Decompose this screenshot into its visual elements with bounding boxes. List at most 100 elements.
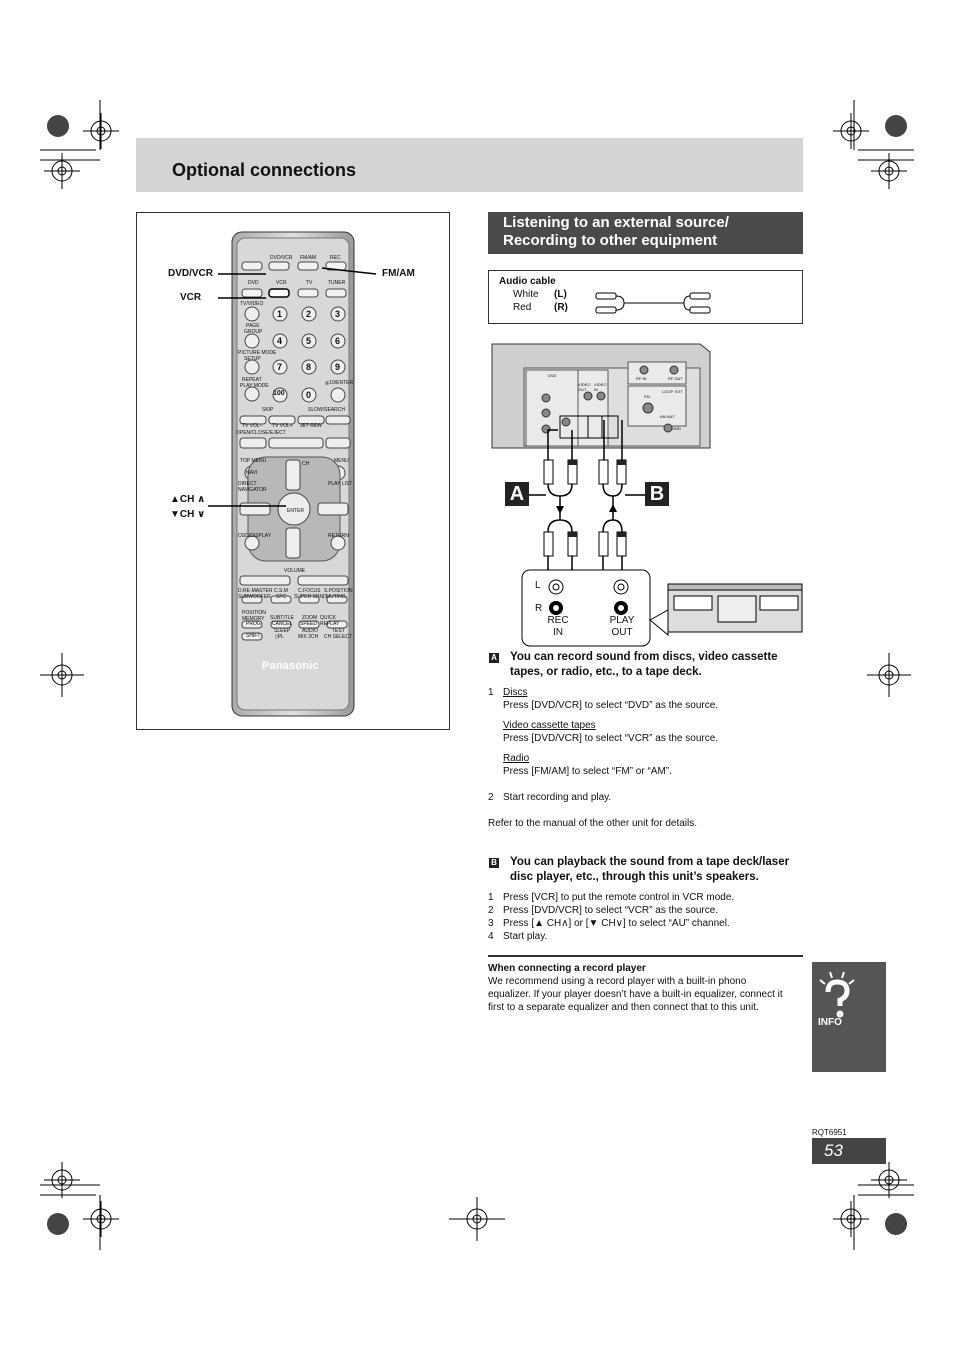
key-group-label: GROUP <box>244 329 263 335</box>
key-4: 4 <box>277 336 283 346</box>
refer-text: Refer to the manual of the other unit fo… <box>488 818 698 829</box>
key-1: 1 <box>277 309 283 319</box>
key-sfc-label: SFC <box>276 594 286 600</box>
a-heading: You can record sound from discs, video c… <box>510 650 778 680</box>
record-player-line2: equalizer. If your player doesn’t have a… <box>488 989 783 1000</box>
b-step3-number: 3 <box>488 918 494 929</box>
cable-red-label: Red <box>513 302 532 313</box>
key-fm-am-label: FM/AM <box>300 255 317 261</box>
key-speed-label: SPEED <box>300 621 317 627</box>
a-heading-line2: tapes, or radio, etc., to a tape deck. <box>510 666 702 678</box>
key-c-focus-label: C.FOCUS <box>298 588 321 594</box>
play-label: PLAY <box>609 615 635 626</box>
radio-text: Press [FM/AM] to select “FM” or “AM”. <box>503 766 672 777</box>
key-mix-2ch-label: MIX 2CH <box>298 634 319 640</box>
key-dvd-label: DVD <box>248 280 259 286</box>
info-label: INFO <box>818 1017 842 1028</box>
key-open-close-eject-label: OPEN/CLOSE/EJECT <box>236 430 286 436</box>
key-position-memory-label: POSITION MEMORY <box>242 610 266 622</box>
key-tv-vol-minus-label: TV VOL− <box>242 423 263 429</box>
panel-rf-in: RF IN <box>636 376 647 381</box>
key-menu-label: MENU <box>334 458 349 464</box>
b-heading-line2: disc player, etc., through this unit’s s… <box>510 871 759 883</box>
a-step2-text: Start recording and play. <box>503 792 612 803</box>
b-step2-text: Press [DVD/VCR] to select “VCR” as the s… <box>503 905 719 916</box>
section-heading-line1: Listening to an external source/ <box>503 214 729 231</box>
callout-ch-up: ▲CH ∧ <box>170 494 206 505</box>
audio-cable-heading: Audio cable <box>499 276 556 287</box>
section-heading: Listening to an external source/ Recordi… <box>488 212 803 254</box>
vct-text: Press [DVD/VCR] to select “VCR” as the s… <box>503 733 719 744</box>
panel-ext: EXT <box>675 389 683 394</box>
key-play-mode-label: PLAY MODE <box>240 383 269 389</box>
discs-text: Press [DVD/VCR] to select “DVD” as the s… <box>503 700 719 711</box>
key-tv-label: TV <box>306 280 313 286</box>
out-label: OUT <box>611 627 633 638</box>
key-osd-display-label: OSD/DISPLAY <box>238 533 271 539</box>
key-5: 5 <box>306 336 312 346</box>
info-tab: INFO <box>812 962 886 1072</box>
question-mark-icon <box>819 971 855 1018</box>
page-number: 53 <box>812 1138 886 1164</box>
in-label: IN <box>553 627 563 638</box>
b-step4-number: 4 <box>488 931 494 942</box>
record-player-line1: We recommend using a record player with … <box>488 976 747 987</box>
key-tv-vol-plus-label: TV VOL+ <box>272 423 293 429</box>
key-return-label: RETURN <box>328 533 349 539</box>
panel-video-in: VIDEO IN <box>594 382 607 392</box>
b-step1-text: Press [VCR] to put the remote control in… <box>503 892 735 903</box>
key-tv-video-label: TV/VIDEO <box>240 301 264 307</box>
key-test-label: TEST <box>332 628 345 634</box>
model-code: RQT6951 <box>812 1128 847 1137</box>
key-slow-search-label: SLOW/SEARCH <box>308 407 345 413</box>
b-step1-number: 1 <box>488 892 494 903</box>
audio-cable-box: Audio cable White (L) Red (R) <box>488 270 803 324</box>
b-heading: You can playback the sound from a tape d… <box>510 855 789 885</box>
callout-ch-down: ▼CH ∨ <box>170 509 206 520</box>
key-dvd-vcr-label: DVD/VCR <box>270 255 293 261</box>
key-setup-label: SETUP <box>244 356 261 362</box>
key-shift-label: SHIFT <box>246 633 261 639</box>
section-heading-line2: Recording to other equipment <box>503 232 718 249</box>
cable-white-code: (L) <box>554 289 567 300</box>
key-rec-label: REC <box>330 255 341 261</box>
vct-label: Video cassette tapes <box>503 720 596 731</box>
key-cancel-label: CANCEL <box>272 621 293 627</box>
key-subtitle-label: SUBTITLE <box>270 615 294 621</box>
key-play-list-label: PLAY LIST <box>328 481 353 487</box>
key-enter-label: ENTER <box>287 508 304 514</box>
key-volume-label: VOLUME <box>284 568 306 574</box>
key-9: 9 <box>335 362 341 372</box>
cable-white-label: White <box>513 289 539 300</box>
record-player-line3: first to a separate equalizer and then c… <box>488 1002 759 1013</box>
a-step1-number: 1 <box>488 687 494 698</box>
badge-a: A <box>489 653 499 663</box>
rec-label: REC <box>547 615 569 626</box>
panel-fm: FM <box>644 394 650 399</box>
b-step2-number: 2 <box>488 905 494 916</box>
key-6: 6 <box>335 336 341 346</box>
key-d-remaster-label: D.RE-MASTER <box>238 588 273 594</box>
a-heading-line1: You can record sound from discs, video c… <box>510 651 778 663</box>
audio-cable-icon <box>595 292 711 314</box>
jack-r-label: R <box>535 603 543 614</box>
callout-vcr: VCR <box>180 292 202 303</box>
key-page-label: PAGE <box>246 323 260 329</box>
key-vcr-label: VCR <box>276 280 287 286</box>
b-step4-text: Start play. <box>503 931 548 942</box>
key-audio-label: AUDIO <box>302 628 318 634</box>
key-ge10-enter-label: ≧10/ENTER <box>325 380 354 386</box>
panel-video-out: VIDEO OUT <box>578 382 591 392</box>
key-direct-navigator-label: DIRECT NAVIGATOR <box>238 481 267 493</box>
connection-diagram <box>491 343 803 647</box>
callout-fm-am: FM/AM <box>382 268 415 279</box>
key-prog-label: PROG <box>246 621 261 627</box>
badge-b: B <box>489 858 499 868</box>
key-2: 2 <box>306 309 312 319</box>
b-step3-text: Press [▲ CH∧] or [▼ CH∨] to select “AU” … <box>503 918 730 929</box>
marker-a: A <box>505 482 529 506</box>
key-subwoofer-label: SUBWOOFER <box>238 594 271 600</box>
remote-brand-logo: Panasonic <box>262 660 319 672</box>
